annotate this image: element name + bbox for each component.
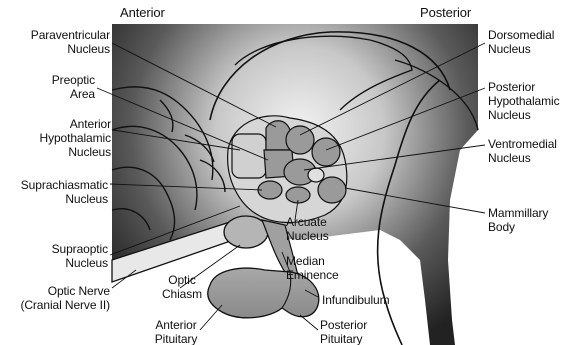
infundibulum-label: Infundibulum xyxy=(322,293,390,307)
optic-chiasm-shape xyxy=(224,216,268,248)
paraventricular-label: Paraventricular Nucleus xyxy=(2,28,110,56)
arcuate-label: Arcuate Nucleus xyxy=(286,215,329,243)
anterior-label: Anterior xyxy=(120,6,165,20)
preoptic-label: Preoptic Area xyxy=(2,73,95,101)
optic-nerve-label: Optic Nerve (Cranial Nerve II) xyxy=(2,284,110,312)
anterior-hypothalamic-shape xyxy=(232,134,266,178)
dorsomedial-label: Dorsomedial Nucleus xyxy=(488,28,554,56)
median-eminence-label: Median Eminence xyxy=(286,254,339,282)
anterior-hypothalamic-label: Anterior Hypothalamic Nucleus xyxy=(2,117,111,159)
posterior-hypothalamic-label: Posterior Hypothalamic Nucleus xyxy=(488,80,560,122)
posterior-label: Posterior xyxy=(420,6,471,20)
anterior-pituitary-label: Anterior Pituitary xyxy=(142,318,210,345)
small-nucleus-shape xyxy=(308,168,324,182)
ventromedial-label: Ventromedial Nucleus xyxy=(488,137,557,165)
mammillary-label: Mammillary Body xyxy=(488,206,548,234)
posterior-pituitary-label: Posterior Pituitary xyxy=(320,318,367,345)
suprachiasmatic-label: Suprachiasmatic Nucleus xyxy=(2,178,108,206)
optic-chiasm-label: Optic Chiasm xyxy=(152,273,212,301)
supraoptic-label: Supraoptic Nucleus xyxy=(2,242,108,270)
mammillary-shape xyxy=(318,177,346,203)
posterior-hypothalamic-shape xyxy=(312,138,340,166)
